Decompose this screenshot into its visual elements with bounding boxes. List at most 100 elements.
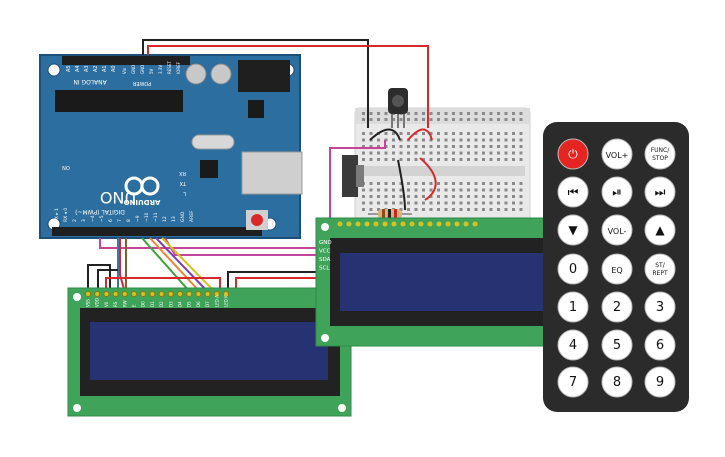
lcd-pin-label: LED K [224, 295, 229, 307]
digital-pin-label: ~9 [135, 215, 141, 222]
wire [235, 277, 316, 292]
remote-button-label: 9 [656, 375, 664, 390]
digital-pin-label: ~11 [153, 212, 159, 222]
remote-button[interactable]: ▲ [644, 214, 676, 246]
power-pin-label: Vin [122, 67, 127, 74]
remote-button-label: VOL- [608, 227, 627, 236]
wire [97, 269, 118, 292]
remote-button-label: FUNC/ [651, 147, 671, 154]
lcd-pin-label: RS [113, 301, 118, 307]
remote-button-label: REPT [652, 270, 668, 277]
digital-pin-label: 8 [126, 219, 132, 222]
remote-button[interactable]: FUNC/STOP [644, 138, 676, 170]
status-led-label: TX [179, 180, 187, 186]
analog-pin-label: A3 [84, 65, 90, 72]
lcd-pin-label: D5 [187, 301, 192, 307]
power-pin-label: GND [140, 65, 145, 74]
potentiometer[interactable] [342, 155, 364, 197]
lcd-pin [103, 291, 110, 297]
wire [155, 237, 209, 293]
remote-button-label: STOP [652, 155, 668, 162]
remote-button[interactable]: 0 [557, 253, 589, 285]
board-name: UNO [100, 188, 136, 207]
lcd-pin-label: D4 [178, 301, 183, 307]
analog-pin-label: A1 [102, 65, 108, 72]
lcd-pin [167, 291, 174, 297]
lcd-pin [177, 291, 183, 297]
remote-button[interactable]: ▼ [557, 214, 589, 246]
wire [141, 237, 191, 293]
wire [164, 237, 318, 256]
ir-receiver [388, 88, 408, 128]
lcd-pin [94, 291, 101, 297]
remote-button-label: 8 [613, 375, 621, 390]
remote-button[interactable]: 3 [644, 291, 676, 323]
remote-button-label: 1 [569, 300, 577, 315]
lcd-pin-label: E [132, 304, 137, 307]
digital-pin-label: 12 [162, 216, 168, 222]
power-pin-label: GND [131, 65, 136, 74]
lcd-pin-label: RW [122, 300, 127, 307]
remote-button-label: 3 [656, 300, 664, 315]
wire [99, 238, 318, 249]
remote-button[interactable]: VOL+ [601, 138, 633, 170]
resistor [368, 209, 412, 219]
digital-pin-label: GND [180, 211, 186, 222]
lcd-pin-label: VDD [95, 298, 100, 307]
power-pin-label: RESET [167, 61, 172, 74]
remote-button[interactable]: 1 [557, 291, 589, 323]
wire [329, 140, 386, 238]
remote-button[interactable]: VOL- [601, 214, 633, 246]
wires [87, 39, 437, 297]
remote-button-label: 6 [656, 338, 664, 353]
remote-button[interactable]: 9 [644, 366, 676, 398]
remote-button[interactable]: EQ [601, 253, 633, 285]
analog-header: ANALOG IN [73, 78, 106, 85]
wire [369, 128, 401, 141]
lcd-pin [85, 291, 91, 297]
remote-button-label: ⏻ [568, 147, 578, 161]
lcd-pin [204, 291, 211, 297]
remote-button-label: ⏯ [612, 185, 622, 199]
remote-button-label: ⏮ [568, 185, 579, 199]
wire [105, 277, 221, 292]
lcd-pin-label: D2 [159, 301, 164, 307]
status-led-label: L [183, 190, 186, 196]
analog-pin-label: A4 [75, 65, 81, 72]
remote-button-label: ▲ [655, 223, 665, 237]
analog-pin-label: A5 [66, 65, 72, 72]
remote-button[interactable]: 4 [557, 329, 589, 361]
lcd-pin-label: D1 [150, 301, 155, 307]
remote-button[interactable]: 5 [601, 329, 633, 361]
power-pin-label: IOREF [176, 61, 181, 74]
remote-button-label: VOL+ [606, 151, 629, 160]
remote-button[interactable]: ST/REPT [644, 253, 676, 285]
wire [142, 39, 369, 128]
remote-button-label: 0 [569, 262, 577, 277]
lcd-pin-label: D6 [196, 301, 201, 307]
lcd-pin [131, 291, 137, 297]
lcd-pin [186, 291, 193, 297]
remote-button[interactable]: ⏭ [644, 176, 676, 208]
remote-button[interactable]: ⏻ [557, 138, 589, 170]
remote-button[interactable]: 2 [601, 291, 633, 323]
remote-button[interactable]: 8 [601, 366, 633, 398]
brand-label: ARDUINO [124, 198, 161, 206]
power-pin-label: 3.3V [158, 65, 163, 74]
lcd-pin-label: LED A [214, 295, 219, 307]
i2c-pin-label: VCC [319, 249, 331, 255]
digital-pin-label: ~4 [90, 215, 96, 222]
remote-button[interactable]: 6 [644, 329, 676, 361]
remote-button[interactable]: 7 [557, 366, 589, 398]
wire [407, 128, 433, 141]
lcd-pin [195, 291, 202, 297]
remote-button[interactable]: ⏮ [557, 176, 589, 208]
arduino-logo [124, 176, 160, 196]
digital-pin-label: RX ◂ 0 [63, 208, 69, 222]
lcd-pin [140, 291, 147, 297]
remote-button[interactable]: ⏯ [601, 176, 633, 208]
